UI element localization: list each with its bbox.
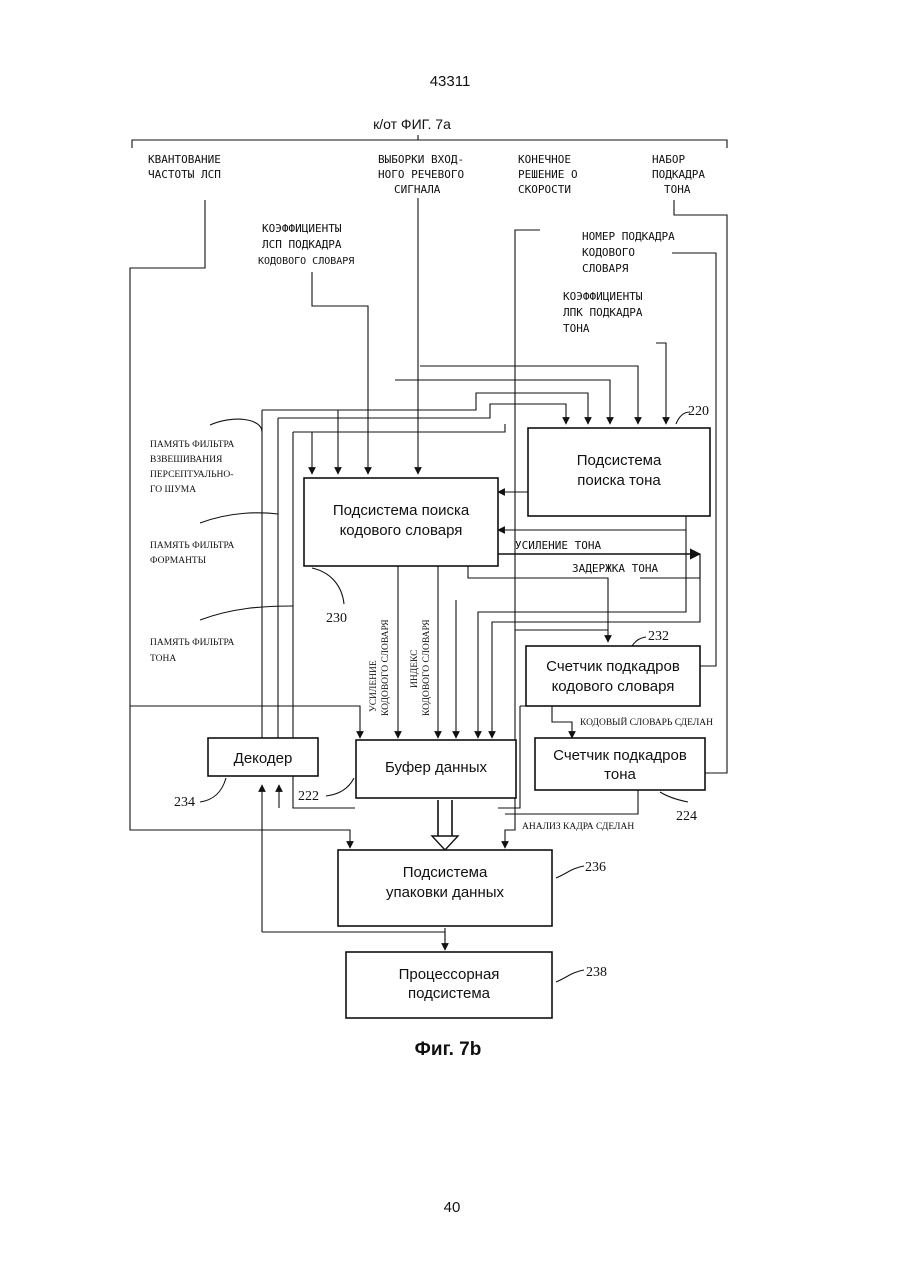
svg-text:СКОРОСТИ: СКОРОСТИ — [518, 183, 571, 196]
signal-pitch-lag: ЗАДЕРЖКА ТОНА — [572, 562, 658, 575]
svg-text:Процессорная: Процессорная — [399, 966, 500, 983]
memory-formant-leader — [200, 513, 278, 523]
svg-text:РЕШЕНИЕ О: РЕШЕНИЕ О — [518, 168, 578, 181]
ref-222: 222 — [298, 789, 319, 804]
input-pitch-lpc-coefficients: КОЭФФИЦИЕНТЫ ЛПК ПОДКАДРА ТОНА — [563, 290, 643, 335]
input-lsp-quantization: КВАНТОВАНИЕ ЧАСТОТЫ ЛСП — [148, 153, 221, 181]
svg-text:тона: тона — [604, 766, 636, 783]
svg-text:подсистема: подсистема — [408, 985, 491, 1002]
input-speech-samples: ВЫБОРКИ ВХОД- НОГО РЕЧЕВОГО СИГНАЛА — [378, 153, 464, 196]
svg-text:Буфер данных: Буфер данных — [385, 759, 487, 776]
svg-text:ЧАСТОТЫ ЛСП: ЧАСТОТЫ ЛСП — [148, 168, 221, 181]
figure-caption: Фиг. 7b — [415, 1039, 482, 1060]
svg-text:ПАМЯТЬ ФИЛЬТРА: ПАМЯТЬ ФИЛЬТРА — [150, 541, 235, 551]
svg-text:СИГНАЛА: СИГНАЛА — [394, 183, 441, 196]
svg-text:КОДОВОГО СЛОВАРЯ: КОДОВОГО СЛОВАРЯ — [258, 256, 354, 267]
ref-234-leader — [200, 778, 226, 802]
input-codebook-lsp-coefficients: КОЭФФИЦИЕНТЫ ЛСП ПОДКАДРА КОДОВОГО СЛОВА… — [258, 222, 354, 267]
memory-perceptual-leader — [210, 419, 262, 432]
block-pitch-search: Подсистема поиска тона — [528, 428, 710, 516]
top-bus-bracket — [132, 140, 727, 148]
svg-text:ПЕРСЕПТУАЛЬНО-: ПЕРСЕПТУАЛЬНО- — [150, 470, 233, 480]
svg-text:упаковки данных: упаковки данных — [386, 884, 505, 901]
svg-text:КОДОВОГО СЛОВАРЯ: КОДОВОГО СЛОВАРЯ — [381, 619, 391, 716]
svg-text:Счетчик подкадров: Счетчик подкадров — [553, 747, 687, 764]
svg-text:ЛПК ПОДКАДРА: ЛПК ПОДКАДРА — [563, 306, 643, 319]
ref-232: 232 — [648, 629, 669, 644]
memory-pitch-leader — [200, 606, 293, 620]
svg-text:Подсистема: Подсистема — [403, 864, 488, 881]
ref-224-leader — [660, 792, 688, 802]
memory-perceptual-filter: ПАМЯТЬ ФИЛЬТРА ВЗВЕШИВАНИЯ ПЕРСЕПТУАЛЬНО… — [150, 440, 235, 495]
block-data-packing: Подсистема упаковки данных — [338, 850, 552, 926]
ref-224: 224 — [676, 809, 697, 824]
ref-234: 234 — [174, 795, 195, 810]
svg-text:Декодер: Декодер — [234, 750, 293, 767]
svg-text:ПАМЯТЬ ФИЛЬТРА: ПАМЯТЬ ФИЛЬТРА — [150, 638, 235, 648]
svg-text:ИНДЕКС: ИНДЕКС — [410, 650, 420, 688]
svg-text:ЛСП ПОДКАДРА: ЛСП ПОДКАДРА — [262, 238, 342, 251]
input-codebook-subframe-number: НОМЕР ПОДКАДРА КОДОВОГО СЛОВАРЯ — [582, 230, 675, 275]
svg-text:КОНЕЧНОЕ: КОНЕЧНОЕ — [518, 153, 571, 166]
memory-formant-filter: ПАМЯТЬ ФИЛЬТРА ФОРМАНТЫ — [150, 541, 235, 566]
memory-pitch-filter: ПАМЯТЬ ФИЛЬТРА ТОНА — [150, 638, 235, 664]
svg-text:УСИЛЕНИЕ: УСИЛЕНИЕ — [369, 660, 379, 712]
svg-text:Подсистема поиска: Подсистема поиска — [333, 502, 470, 519]
svg-text:НОМЕР ПОДКАДРА: НОМЕР ПОДКАДРА — [582, 230, 675, 243]
ref-236-leader — [556, 866, 584, 878]
svg-text:ТОНА: ТОНА — [664, 183, 691, 196]
svg-text:поиска тона: поиска тона — [577, 472, 661, 489]
block-processor: Процессорная подсистема — [346, 952, 552, 1018]
svg-text:КОДОВОГО: КОДОВОГО — [582, 246, 635, 259]
svg-text:ВЫБОРКИ ВХОД-: ВЫБОРКИ ВХОД- — [378, 153, 464, 166]
svg-text:Подсистема: Подсистема — [577, 452, 662, 469]
ref-232-leader — [632, 637, 646, 646]
ref-222-leader — [326, 778, 354, 796]
page-footer-number: 40 — [444, 1199, 461, 1216]
svg-text:ТОНА: ТОНА — [150, 654, 176, 664]
svg-text:Счетчик подкадров: Счетчик подкадров — [546, 658, 680, 675]
svg-text:ГО ШУМА: ГО ШУМА — [150, 485, 196, 495]
svg-text:КВАНТОВАНИЕ: КВАНТОВАНИЕ — [148, 153, 221, 166]
svg-text:ТОНА: ТОНА — [563, 322, 590, 335]
block-codebook-search: Подсистема поиска кодового словаря — [304, 478, 498, 566]
ref-230-leader — [312, 568, 344, 604]
input-pitch-subframe-set: НАБОР ПОДКАДРА ТОНА — [652, 153, 705, 196]
signal-frame-analysis-done: АНАЛИЗ КАДРА СДЕЛАН — [522, 822, 634, 832]
svg-text:кодового словаря: кодового словаря — [340, 522, 463, 539]
page-header-number: 43311 — [430, 73, 471, 90]
svg-text:ПАМЯТЬ ФИЛЬТРА: ПАМЯТЬ ФИЛЬТРА — [150, 440, 235, 450]
signal-pitch-gain: УСИЛЕНИЕ ТОНА — [515, 539, 601, 552]
signal-codebook-done: КОДОВЫЙ СЛОВАРЬ СДЕЛАН — [580, 716, 713, 728]
svg-text:НАБОР: НАБОР — [652, 153, 685, 166]
block-data-buffer: Буфер данных — [356, 740, 516, 798]
block-pitch-counter: Счетчик подкадров тона — [535, 738, 705, 790]
svg-text:КОДОВОГО СЛОВАРЯ: КОДОВОГО СЛОВАРЯ — [422, 619, 432, 716]
ref-230: 230 — [326, 611, 347, 626]
svg-text:КОЭФФИЦИЕНТЫ: КОЭФФИЦИЕНТЫ — [563, 290, 643, 303]
svg-text:ПОДКАДРА: ПОДКАДРА — [652, 168, 705, 181]
svg-text:КОЭФФИЦИЕНТЫ: КОЭФФИЦИЕНТЫ — [262, 222, 342, 235]
svg-text:ФОРМАНТЫ: ФОРМАНТЫ — [150, 556, 206, 566]
top-bus-label: к/от ФИГ. 7а — [373, 116, 451, 132]
svg-text:ВЗВЕШИВАНИЯ: ВЗВЕШИВАНИЯ — [150, 455, 223, 465]
ref-220: 220 — [688, 404, 709, 419]
ref-238: 238 — [586, 965, 607, 980]
svg-text:кодового словаря: кодового словаря — [552, 678, 675, 695]
block-decoder: Декодер — [208, 738, 318, 776]
ref-236: 236 — [585, 860, 606, 875]
ref-238-leader — [556, 970, 584, 982]
svg-text:СЛОВАРЯ: СЛОВАРЯ — [582, 262, 629, 275]
svg-text:НОГО РЕЧЕВОГО: НОГО РЕЧЕВОГО — [378, 168, 464, 181]
signal-codebook-gain: УСИЛЕНИЕ КОДОВОГО СЛОВАРЯ — [369, 619, 391, 716]
signal-codebook-index: ИНДЕКС КОДОВОГО СЛОВАРЯ — [410, 619, 432, 716]
block-codebook-counter: Счетчик подкадров кодового словаря — [526, 646, 700, 706]
input-rate-decision: КОНЕЧНОЕ РЕШЕНИЕ О СКОРОСТИ — [518, 153, 578, 196]
